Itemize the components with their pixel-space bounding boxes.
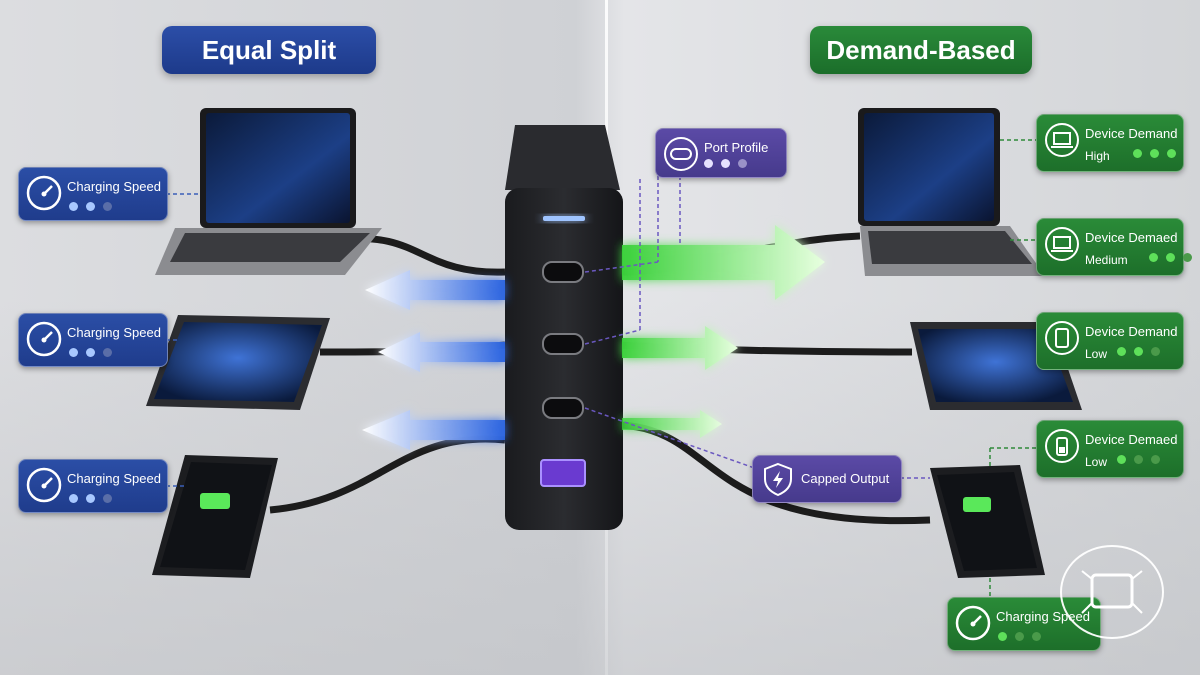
phone-right xyxy=(930,465,1045,578)
equal-split-title: Equal Split xyxy=(162,26,376,74)
speed-dots xyxy=(69,348,112,357)
usb-c-icon xyxy=(664,137,698,171)
usb-c-port-1 xyxy=(542,261,584,283)
usb-c-port-2 xyxy=(542,333,584,355)
beam-right-2 xyxy=(622,326,738,370)
laptop-icon xyxy=(1045,227,1079,261)
card-label: Device Demand xyxy=(1085,324,1178,339)
speedometer-icon xyxy=(26,321,62,357)
capped-output-label: Capped Output xyxy=(801,471,890,486)
left-card-phone: Charging Speed xyxy=(18,459,168,513)
demand-based-title: Demand-Based xyxy=(810,26,1032,74)
speed-dots xyxy=(69,494,112,503)
card-label: Charging Speed xyxy=(67,325,161,340)
demand-level: Low xyxy=(1085,455,1108,469)
demand-level: High xyxy=(1085,149,1110,163)
left-card-laptop: Charging Speed xyxy=(18,167,168,221)
tablet-icon xyxy=(1045,321,1079,355)
speed-dots xyxy=(998,632,1041,641)
demand-dots xyxy=(1117,455,1160,464)
card-label: Device Demaed xyxy=(1085,432,1178,447)
beam-left-1 xyxy=(365,270,505,310)
card-label: Charging Speed xyxy=(67,179,161,194)
beam-left-2 xyxy=(378,332,505,372)
card-label: Device Demaed xyxy=(1085,230,1178,245)
card-label: Charging Speed xyxy=(67,471,161,486)
port-profile-label: Port Profile xyxy=(704,140,769,155)
speed-dots xyxy=(69,202,112,211)
demand-level: Medium xyxy=(1085,253,1128,267)
blue-beams xyxy=(362,270,505,450)
capped-output-card: Capped Output xyxy=(752,455,902,503)
demand-dots xyxy=(1133,149,1176,158)
port-profile-card: Port Profile xyxy=(655,128,787,178)
demand-dots xyxy=(1117,347,1160,356)
shield-icon xyxy=(764,462,792,497)
beam-left-3 xyxy=(362,410,505,450)
cable-phone-right xyxy=(619,421,931,525)
laptop-right xyxy=(858,108,1045,276)
cable-phone-left xyxy=(269,435,506,514)
beam-right-1 xyxy=(622,225,825,300)
right-card-laptop: Device Demand High xyxy=(1036,114,1184,172)
left-connectors xyxy=(166,193,200,487)
speedometer-icon xyxy=(26,467,62,503)
left-card-tablet: Charging Speed xyxy=(18,313,168,367)
charging-hub xyxy=(505,125,623,530)
usb-c-port-3 xyxy=(542,397,584,419)
phone-left xyxy=(152,455,278,578)
demand-level: Low xyxy=(1085,347,1108,361)
speedometer-icon xyxy=(955,605,991,641)
card-label: Device Demand xyxy=(1085,126,1178,141)
chip-badge-icon xyxy=(1060,545,1164,639)
battery-icon xyxy=(1045,429,1079,463)
demand-dots xyxy=(1149,253,1192,262)
laptop-left xyxy=(155,108,382,275)
right-card-phone-low: Device Demaed Low xyxy=(1036,420,1184,478)
right-card-tablet-low: Device Demand Low xyxy=(1036,312,1184,370)
usb-a-port xyxy=(540,459,586,487)
profile-dots xyxy=(704,159,747,168)
green-beams xyxy=(622,225,825,438)
tablet-left xyxy=(146,315,330,410)
center-connectors xyxy=(584,176,930,479)
speedometer-icon xyxy=(26,175,62,211)
laptop-icon xyxy=(1045,123,1079,157)
right-card-tablet-medium: Device Demaed Medium xyxy=(1036,218,1192,276)
beam-right-3 xyxy=(622,410,722,438)
